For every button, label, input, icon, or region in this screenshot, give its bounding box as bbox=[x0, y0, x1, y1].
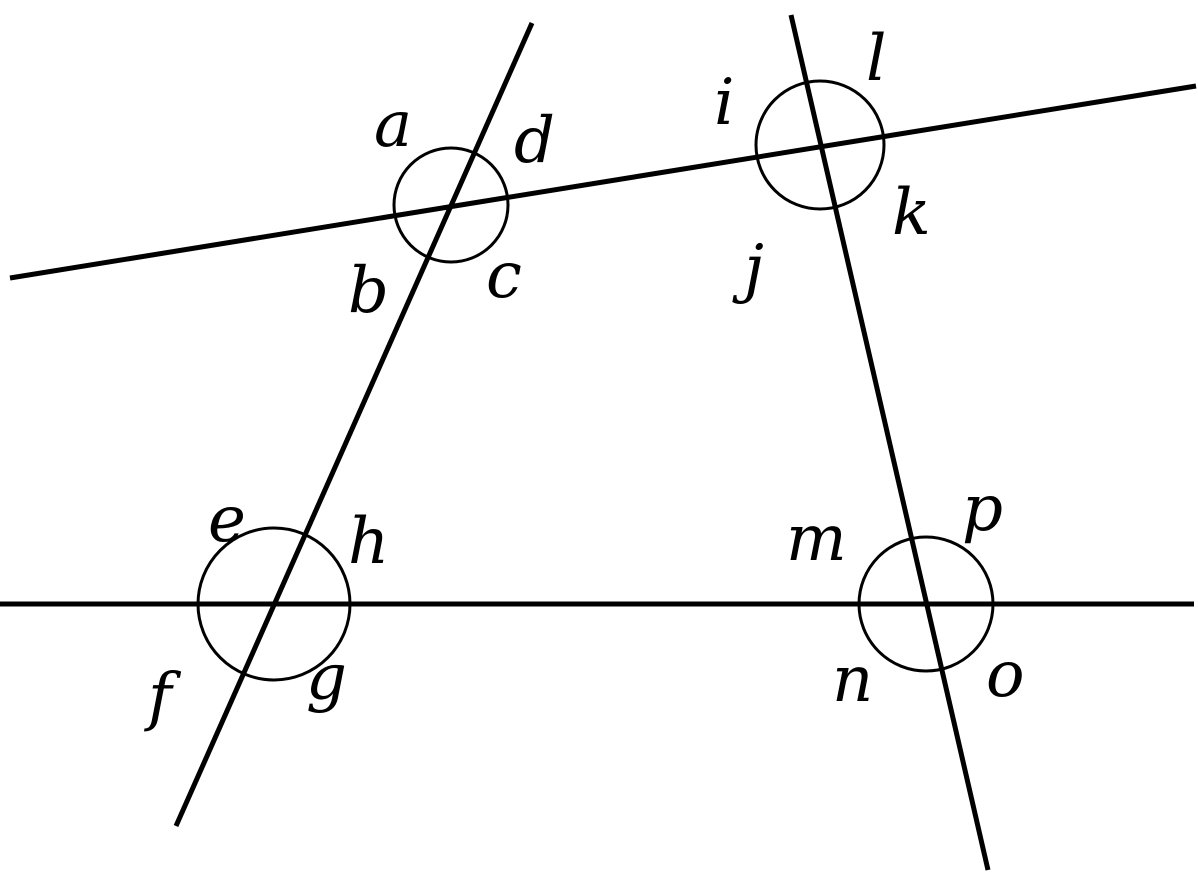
angle-label-o: o bbox=[986, 638, 1025, 712]
right-transversal bbox=[788, 14, 991, 871]
angle-marker-bottom-left bbox=[196, 526, 352, 682]
angle-label-g: g bbox=[306, 641, 347, 715]
angle-label-i: i bbox=[714, 66, 734, 140]
angle-label-j: j bbox=[732, 232, 764, 306]
angle-label-c: c bbox=[486, 239, 522, 313]
angle-label-l: l bbox=[866, 22, 886, 96]
angle-label-h: h bbox=[348, 505, 389, 579]
left-transversal bbox=[173, 21, 535, 828]
angle-label-f: f bbox=[144, 660, 182, 734]
angle-label-m: m bbox=[786, 502, 847, 576]
angle-label-d: d bbox=[514, 104, 555, 178]
angle-label-k: k bbox=[892, 176, 931, 250]
angle-label-b: b bbox=[348, 254, 389, 328]
angle-label-e: e bbox=[208, 483, 246, 557]
top-line bbox=[9, 83, 1197, 281]
angle-marker-top-left bbox=[392, 146, 510, 264]
angle-label-a: a bbox=[374, 88, 412, 162]
angle-label-n: n bbox=[832, 643, 873, 717]
angle-marker-top-right bbox=[754, 79, 886, 211]
angle-marker-bottom-right bbox=[857, 535, 995, 673]
angle-label-p: p bbox=[962, 472, 1003, 546]
